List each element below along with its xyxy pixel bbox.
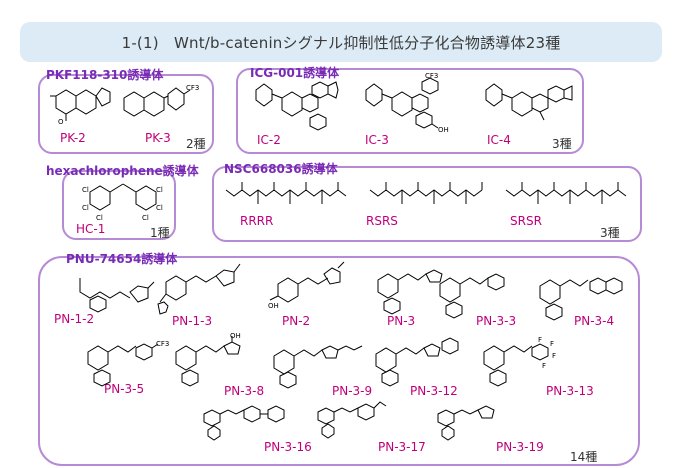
structure-pn-2: OH xyxy=(268,262,346,310)
group-label-nsc: NSC668036誘導体 xyxy=(224,162,338,176)
compound-label-rrrr: RRRR xyxy=(240,214,274,228)
structure-pk-3: CF3 xyxy=(120,84,199,126)
group-box-hexa xyxy=(62,170,176,240)
compound-label-pn-3-16: PN-3-16 xyxy=(264,440,312,454)
cl-text: Cl xyxy=(82,186,89,194)
structure-pn-3 xyxy=(374,268,444,316)
compound-label-ic-4: IC-4 xyxy=(487,133,511,147)
compound-label-pn-3-4: PN-3-4 xyxy=(574,314,615,328)
structure-pn-3-3 xyxy=(436,272,514,318)
oh-text: OH xyxy=(268,302,279,310)
compound-label-pn-3-13: PN-3-13 xyxy=(546,384,594,398)
compound-label-rsrs: RSRS xyxy=(366,214,398,228)
compound-label-pn-3-9: PN-3-9 xyxy=(332,384,373,398)
structure-pn-3-9 xyxy=(270,338,366,388)
compound-label-ic-2: IC-2 xyxy=(257,133,281,147)
page-title: 1-(1) Wnt/b-cateninシグナル抑制性低分子化合物誘導体23種 xyxy=(121,33,561,52)
compound-label-pn-2: PN-2 xyxy=(282,314,311,328)
compound-label-pn-1-2: PN-1-2 xyxy=(54,312,95,326)
group-box-pkf xyxy=(38,74,214,154)
structure-pk-2: O xyxy=(50,84,110,126)
compound-label-srsr: SRSR xyxy=(510,214,542,228)
structure-pn-3-4 xyxy=(536,274,634,320)
f-text: F xyxy=(538,336,542,344)
group-label-hexa: hexachlorophene誘導体 xyxy=(46,164,199,178)
structure-pn-1-3 xyxy=(158,262,250,314)
structure-pn-1-2 xyxy=(76,270,156,314)
group-label-pkf: PKF118-310誘導体 xyxy=(46,68,164,82)
compound-label-pn-3-12: PN-3-12 xyxy=(410,384,458,398)
f-text: F xyxy=(542,362,546,370)
compound-label-pn-3-3: PN-3-3 xyxy=(476,314,517,328)
cl-text: Cl xyxy=(142,214,149,222)
compound-label-hc-1: HC-1 xyxy=(76,222,106,236)
group-label-icg: ICG-001誘導体 xyxy=(250,66,340,80)
structure-ic-4 xyxy=(482,80,572,132)
compound-label-pk-3: PK-3 xyxy=(145,131,171,145)
structure-ic-3: CF3 OH xyxy=(362,72,449,134)
title-banner: 1-(1) Wnt/b-cateninシグナル抑制性低分子化合物誘導体23種 xyxy=(20,22,662,62)
group-box-nsc xyxy=(212,166,642,242)
cf3-text: CF3 xyxy=(186,84,199,92)
svg-text:O: O xyxy=(58,118,64,126)
structure-ic-2 xyxy=(252,80,338,132)
cl-text: Cl xyxy=(156,204,163,212)
cl-text: Cl xyxy=(156,186,163,194)
structure-rrrr xyxy=(226,176,354,208)
group-count-nsc: 3種 xyxy=(600,226,620,240)
structure-pn-3-19 xyxy=(434,400,516,444)
compound-label-pn-3: PN-3 xyxy=(387,314,416,328)
structure-pn-3-16 xyxy=(200,402,298,442)
structure-pn-3-13: F F F F xyxy=(480,336,556,386)
compound-label-pn-3-5: PN-3-5 xyxy=(104,382,145,396)
group-count-icg: 3種 xyxy=(552,137,572,151)
compound-label-pn-3-19: PN-3-19 xyxy=(496,440,544,454)
compound-label-pn-3-8: PN-3-8 xyxy=(224,384,265,398)
group-count-pkf: 2種 xyxy=(186,137,206,151)
structure-pn-3-5: CF3 xyxy=(84,340,169,386)
cf3-text: CF3 xyxy=(156,340,169,348)
structure-pn-3-12 xyxy=(372,336,464,386)
compound-label-ic-3: IC-3 xyxy=(365,133,389,147)
compound-label-pn-1-3: PN-1-3 xyxy=(172,314,213,328)
structure-rsrs xyxy=(370,176,490,208)
structure-pn-3-17 xyxy=(314,398,400,442)
oh-text: OH xyxy=(438,126,449,134)
cl-text: Cl xyxy=(96,214,103,222)
group-label-pnu: PNU-74654誘導体 xyxy=(66,252,178,266)
cf3-text: CF3 xyxy=(425,72,438,80)
group-box-icg xyxy=(236,68,584,154)
group-count-pnu: 14種 xyxy=(570,450,598,464)
structure-pn-3-8: OH xyxy=(172,332,241,386)
f-text: F xyxy=(552,352,556,360)
compound-label-pn-3-17: PN-3-17 xyxy=(378,440,426,454)
oh-text: OH xyxy=(230,332,241,340)
group-count-hexa: 1種 xyxy=(150,226,170,240)
group-box-pnu xyxy=(38,256,640,466)
structure-srsr xyxy=(506,176,630,208)
cl-text: Cl xyxy=(82,204,89,212)
compound-label-pk-2: PK-2 xyxy=(60,131,86,145)
structure-hc-1: Cl Cl Cl Cl Cl Cl xyxy=(82,178,163,222)
f-text: F xyxy=(550,340,554,348)
